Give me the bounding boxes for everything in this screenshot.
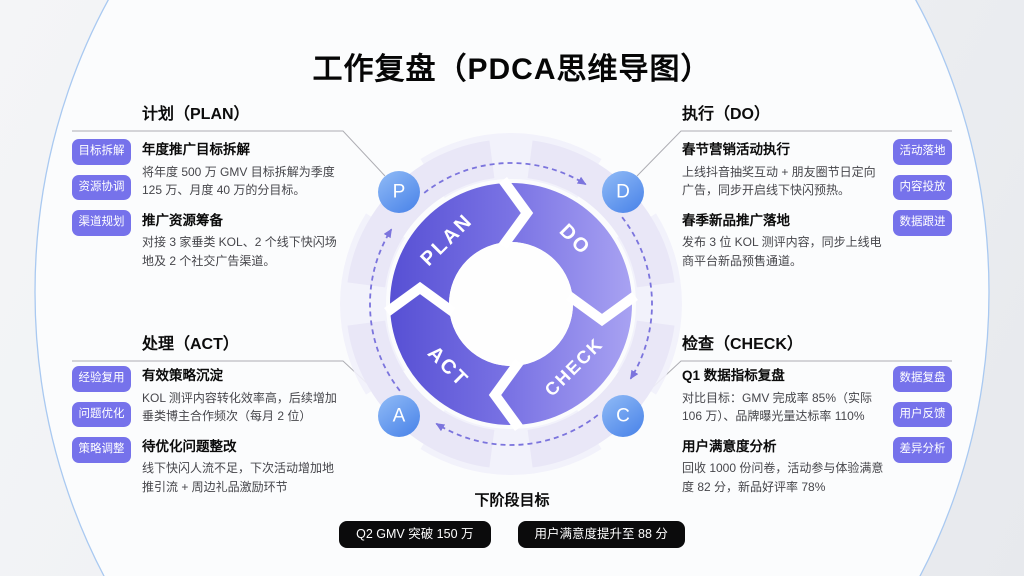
cycle-arrow-bottom-icon (435, 414, 599, 446)
tag: 渠道规划 (72, 210, 131, 236)
connector-line-plan (72, 130, 386, 177)
cycle-arrow-right-icon (621, 216, 653, 380)
ring-center (449, 242, 573, 366)
tag: 差异分析 (893, 437, 952, 463)
quadrant-check-tags: 数据复盘 用户反馈 差异分析 (893, 366, 952, 463)
item-body: 对比目标：GMV 完成率 85%（实际 106 万）、品牌曝光量达标率 110% (682, 390, 873, 424)
tag: 用户反馈 (893, 401, 952, 427)
tag: 数据跟进 (893, 210, 952, 236)
quadrant-plan-tags: 目标拆解 资源协调 渠道规划 (72, 139, 131, 236)
node-d: D (602, 171, 644, 213)
ring-chevron-south-icon (488, 359, 524, 431)
list-item: Q1 数据指标复盘 对比目标：GMV 完成率 85%（实际 106 万）、品牌曝… (682, 368, 884, 426)
page-title: 工作复盘（PDCA思维导图） (312, 53, 712, 86)
cycle-arrow-top-icon (423, 162, 587, 194)
item-title: 春节营销活动执行 (682, 142, 790, 157)
list-item: 推广资源筹备 对接 3 家垂类 KOL、2 个线下快闪场地及 2 个社交广告渠道… (142, 213, 344, 271)
ring-chevron-west-icon (384, 281, 456, 317)
next-stage-goals: Q2 GMV 突破 150 万 用户满意度提升至 88 分 (0, 521, 1024, 548)
ring-chevron-east-icon (566, 291, 638, 327)
quadrant-do-heading: 执行（DO） (682, 106, 771, 123)
item-title: 有效策略沉淀 (142, 368, 223, 383)
tag: 数据复盘 (893, 366, 952, 392)
item-body: 回收 1000 份问卷，活动参与体验满意度 82 分，新品好评率 78% (682, 461, 884, 494)
quadrant-act-heading: 处理（ACT） (142, 336, 239, 353)
quadrant-act-tags: 经验复用 问题优化 策略调整 (72, 366, 131, 463)
list-item: 年度推广目标拆解 将年度 500 万 GMV 目标拆解为季度 125 万、月度 … (142, 142, 344, 200)
next-stage-heading: 下阶段目标 (474, 492, 550, 509)
node-letter-c: C (616, 406, 630, 427)
goal-pill: Q2 GMV 突破 150 万 (339, 521, 491, 548)
quadrant-plan-heading: 计划（PLAN） (142, 106, 250, 123)
ring-chevron-north-icon (498, 177, 534, 249)
item-body: KOL 测评内容转化效率高，后续增加垂类博主合作频次（每月 2 位） (142, 390, 337, 424)
quadrant-act-content: 有效策略沉淀 KOL 测评内容转化效率高，后续增加垂类博主合作频次（每月 2 位… (142, 368, 344, 496)
cycle-arrow-left-icon (369, 228, 401, 392)
list-item: 春节营销活动执行 上线抖音抽奖互动 + 朋友圈节日定向广告，同步开启线下快闪预热… (682, 142, 884, 200)
list-item: 春季新品推广落地 发布 3 位 KOL 测评内容，同步上线电商平台新品预售通道。 (682, 213, 884, 271)
node-c: C (602, 395, 644, 437)
node-letter-a: A (393, 406, 406, 427)
item-title: 用户满意度分析 (682, 438, 777, 454)
quadrant-plan: 计划（PLAN） 目标拆解 资源协调 渠道规划 年度推广目标拆解 将年度 500… (72, 105, 344, 268)
list-item: 待优化问题整改 线下快闪人流不足，下次活动增加地推引流 + 周边礼品激励环节 (142, 439, 344, 497)
node-p: P (378, 171, 420, 213)
goal-pill: 用户满意度提升至 88 分 (517, 521, 685, 548)
list-item: 用户满意度分析 回收 1000 份问卷，活动参与体验满意度 82 分，新品好评率… (682, 439, 884, 497)
tag: 策略调整 (72, 437, 131, 463)
quadrant-do-tags: 活动落地 内容投放 数据跟进 (893, 139, 952, 236)
tag: 活动落地 (893, 139, 952, 165)
list-item: 有效策略沉淀 KOL 测评内容转化效率高，后续增加垂类博主合作频次（每月 2 位… (142, 368, 344, 426)
pdca-cycle: PLAN DO CHECK ACT P D A C (340, 133, 682, 475)
quadrant-plan-content: 年度推广目标拆解 将年度 500 万 GMV 目标拆解为季度 125 万、月度 … (142, 142, 344, 270)
item-title: 年度推广目标拆解 (142, 142, 250, 157)
tag: 目标拆解 (72, 139, 131, 165)
tag: 经验复用 (72, 366, 131, 392)
item-body: 将年度 500 万 GMV 目标拆解为季度 125 万、月度 40 万的分目标。 (142, 164, 335, 198)
tag: 内容投放 (893, 174, 952, 200)
tag: 问题优化 (72, 401, 131, 427)
item-title: Q1 数据指标复盘 (682, 368, 785, 383)
node-a: A (378, 395, 420, 437)
item-body: 发布 3 位 KOL 测评内容，同步上线电商平台新品预售通道。 (682, 235, 882, 268)
node-letter-p: P (393, 182, 406, 203)
connector-line-do (636, 130, 952, 177)
item-title: 待优化问题整改 (142, 438, 237, 454)
quadrant-act: 处理（ACT） 经验复用 问题优化 策略调整 有效策略沉淀 KOL 测评内容转化… (72, 335, 344, 494)
node-letter-d: D (616, 182, 630, 203)
quadrant-check-heading: 检查（CHECK） (682, 336, 803, 353)
item-title: 春季新品推广落地 (682, 212, 790, 228)
quadrant-do-content: 春节营销活动执行 上线抖音抽奖互动 + 朋友圈节日定向广告，同步开启线下快闪预热… (682, 142, 884, 270)
quadrant-do: 执行（DO） 活动落地 内容投放 数据跟进 春节营销活动执行 上线抖音抽奖互动 … (680, 105, 952, 268)
tag: 资源协调 (72, 174, 131, 200)
item-title: 推广资源筹备 (142, 212, 223, 228)
quadrant-check-content: Q1 数据指标复盘 对比目标：GMV 完成率 85%（实际 106 万）、品牌曝… (682, 368, 884, 496)
quadrant-check: 检查（CHECK） 数据复盘 用户反馈 差异分析 Q1 数据指标复盘 对比目标：… (680, 335, 952, 494)
item-body: 对接 3 家垂类 KOL、2 个线下快闪场地及 2 个社交广告渠道。 (142, 235, 337, 268)
pdca-ring (390, 183, 632, 425)
item-body: 上线抖音抽奖互动 + 朋友圈节日定向广告，同步开启线下快闪预热。 (682, 164, 876, 198)
item-body: 线下快闪人流不足，下次活动增加地推引流 + 周边礼品激励环节 (142, 461, 335, 494)
